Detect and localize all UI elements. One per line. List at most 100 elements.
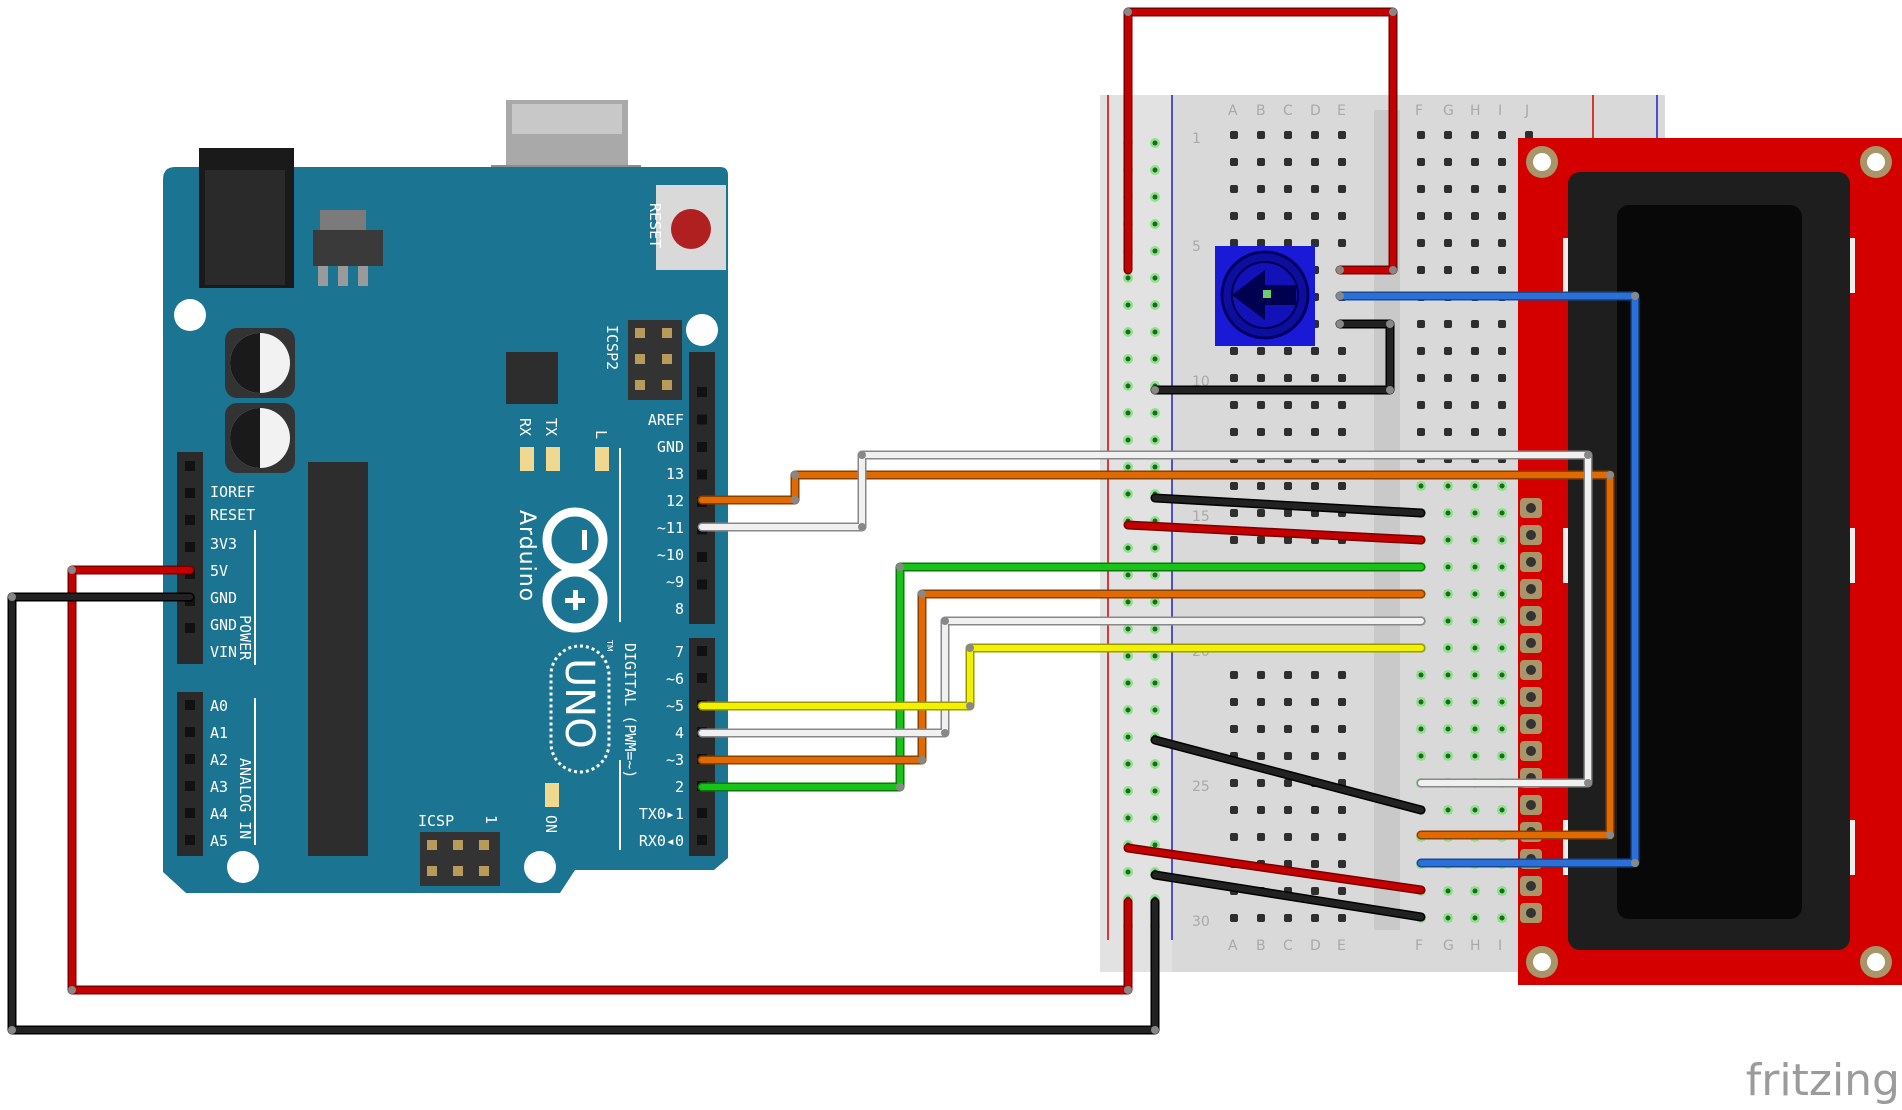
pin-label-a3: A3 <box>210 778 228 796</box>
breadboard-hole <box>1257 482 1265 490</box>
pin-label-a1: A1 <box>210 724 228 742</box>
breadboard-hole <box>1230 779 1238 787</box>
pin-label-a5: A5 <box>210 832 228 850</box>
breadboard-hole <box>1498 347 1506 355</box>
breadboard-hole <box>1471 401 1479 409</box>
pin-label-a0: A0 <box>210 697 228 715</box>
breadboard-hole <box>1284 509 1292 517</box>
wire-bend <box>896 783 904 791</box>
power-labels: IOREF RESET 3V3 5V GND GND VIN <box>210 483 255 661</box>
wire-bend <box>1631 292 1639 300</box>
breadboard-hole <box>1257 401 1265 409</box>
breadboard-hole <box>1311 239 1319 247</box>
breadboard-hole <box>1444 131 1452 139</box>
wire-bend <box>1386 386 1394 394</box>
breadboard-hole <box>1417 374 1425 382</box>
header-pin <box>185 835 195 845</box>
breadboard-hole <box>1311 347 1319 355</box>
breadboard-hole <box>1284 131 1292 139</box>
col-label-b-bottom: B <box>1256 938 1266 954</box>
wire-bend <box>791 496 799 504</box>
breadboard-hole <box>1284 698 1292 706</box>
header-pin <box>185 700 195 710</box>
breadboard-hole <box>1471 320 1479 328</box>
wire-bend <box>918 756 926 764</box>
pin-label-5: ~5 <box>666 697 684 715</box>
pin-label-gnd-top: GND <box>657 438 684 456</box>
breadboard-hole <box>1311 131 1319 139</box>
digital-bottom-labels: 7 ~6 ~5 4 ~3 2 TX0▸1 RX0◂0 <box>639 643 684 850</box>
breadboard-hole <box>1230 239 1238 247</box>
breadboard-hole <box>1284 752 1292 760</box>
wire-bend <box>918 590 926 598</box>
digital-top-labels: AREF GND 13 12 ~11 ~10 ~9 8 <box>648 411 684 618</box>
capacitor-1 <box>225 328 295 398</box>
breadboard-hole <box>1311 374 1319 382</box>
breadboard-hole <box>1230 833 1238 841</box>
icsp-pin1-label: 1 <box>482 815 500 824</box>
on-label: ON <box>542 815 560 833</box>
row-label-15: 15 <box>1192 509 1210 525</box>
breadboard-hole <box>1284 671 1292 679</box>
col-label-i-bottom: I <box>1498 938 1502 954</box>
breadboard-hole <box>1284 158 1292 166</box>
breadboard-hole <box>1230 725 1238 733</box>
breadboard-hole <box>1417 428 1425 436</box>
header-pin <box>185 488 195 498</box>
breadboard-hole <box>1284 428 1292 436</box>
wire-bend <box>941 617 949 625</box>
lcd-pin-pads <box>1520 498 1542 923</box>
breadboard-hole <box>1471 347 1479 355</box>
arduino-board <box>163 167 728 893</box>
pin-label-a4: A4 <box>210 805 228 823</box>
wire-bend <box>8 1026 16 1034</box>
pin-label-3v3: 3V3 <box>210 535 237 553</box>
breadboard-hole <box>1257 428 1265 436</box>
breadboard-hole <box>1284 725 1292 733</box>
breadboard-hole <box>1417 266 1425 274</box>
breadboard-hole <box>1257 752 1265 760</box>
breadboard-hole <box>1498 131 1506 139</box>
breadboard-hole <box>1338 428 1346 436</box>
breadboard-hole <box>1284 806 1292 814</box>
row-label-25: 25 <box>1192 779 1210 795</box>
breadboard-hole <box>1338 158 1346 166</box>
breadboard-hole <box>1417 158 1425 166</box>
wire-bend <box>896 563 904 571</box>
breadboard-hole <box>1257 131 1265 139</box>
breadboard-hole <box>1311 185 1319 193</box>
header-pin <box>697 469 707 480</box>
col-label-a: A <box>1228 103 1238 119</box>
breadboard-hole <box>1338 860 1346 868</box>
breadboard-hole <box>1498 401 1506 409</box>
col-label-d: D <box>1310 103 1321 119</box>
breadboard-hole <box>1257 914 1265 922</box>
breadboard-hole <box>1284 536 1292 544</box>
breadboard-hole <box>1444 347 1452 355</box>
breadboard-hole <box>1257 671 1265 679</box>
rx-led <box>520 447 534 471</box>
pin-label-gnd-1: GND <box>210 589 237 607</box>
breadboard-hole <box>1284 374 1292 382</box>
l-led <box>595 447 609 471</box>
breadboard-hole <box>1471 266 1479 274</box>
breadboard-hole <box>1257 239 1265 247</box>
breadboard-hole <box>1311 698 1319 706</box>
breadboard-hole <box>1311 212 1319 220</box>
breadboard-hole <box>1284 860 1292 868</box>
header-pin <box>185 754 195 764</box>
pin-label-reset: RESET <box>210 506 255 524</box>
breadboard-hole <box>1284 212 1292 220</box>
breadboard-hole <box>1311 401 1319 409</box>
breadboard-hole <box>1338 131 1346 139</box>
breadboard-hole <box>1311 752 1319 760</box>
col-label-e: E <box>1337 103 1346 119</box>
header-pin <box>185 808 195 818</box>
pin-label-0: RX0◂0 <box>639 832 684 850</box>
header-pin <box>697 808 707 818</box>
breadboard-hole <box>1417 320 1425 328</box>
lcd-screen <box>1617 205 1802 919</box>
wire-bend <box>941 729 949 737</box>
on-led <box>545 783 559 807</box>
breadboard-hole <box>1230 509 1238 517</box>
